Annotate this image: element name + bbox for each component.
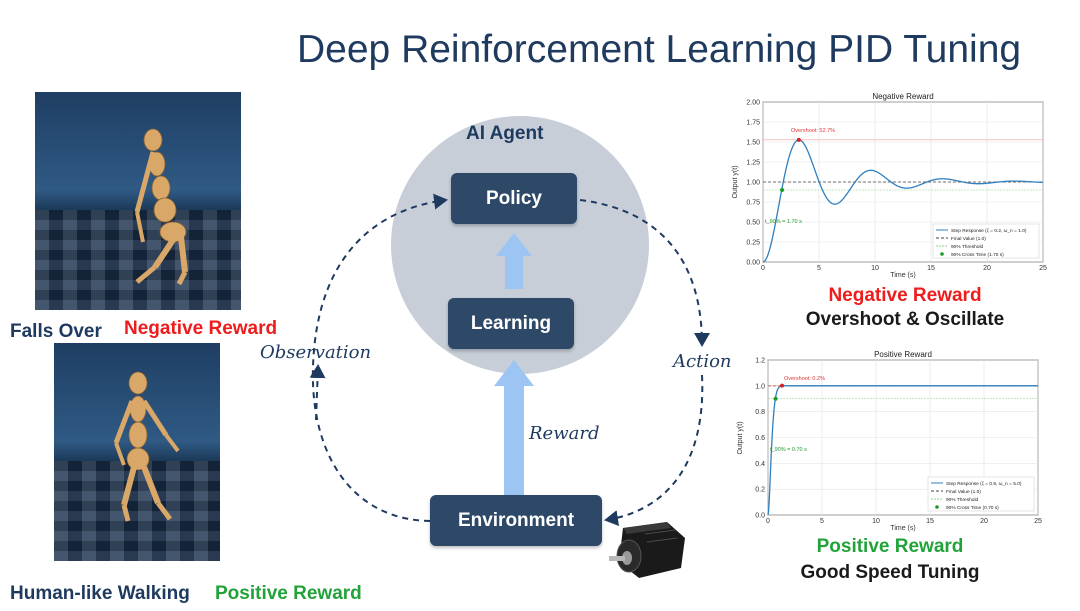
y-tick-label: 1.50 [746, 140, 760, 147]
x-tick-label: 10 [871, 265, 879, 272]
y-tick-label: 1.2 [755, 358, 765, 365]
observation-label: Observation [260, 342, 372, 363]
learning-box: Learning [448, 298, 574, 349]
x-axis-label: Time (s) [890, 525, 915, 532]
y-tick-label: 0.2 [755, 487, 765, 494]
walking-humanoid-figure [113, 371, 180, 522]
legend-box [927, 476, 1035, 512]
step-response-line [762, 139, 1044, 263]
legend-label: 90% Cross Time (0.70 s) [946, 505, 999, 511]
positive-reward-label: Positive Reward [215, 583, 362, 604]
peak-marker [780, 383, 785, 388]
y-axis-label: Output y(t) [732, 165, 739, 198]
legend-marker [940, 252, 944, 256]
servo-motor-icon [609, 522, 685, 578]
t90-annotation: t_90% = 1.70 s [765, 219, 802, 225]
step-response-line [767, 384, 1038, 516]
x-tick-label: 20 [983, 265, 991, 272]
y-tick-label: 0.0 [755, 513, 765, 520]
positive-reward-chart: 0 5 10 15 20 25 0.0 0.2 0.4 0.6 0.8 1.0 1.2 Positive… [737, 350, 1042, 532]
y-tick-label: 0.00 [746, 260, 760, 267]
y-tick-label: 0.6 [755, 435, 765, 442]
walking-robot-image [54, 343, 220, 561]
falls-over-caption: Falls Over [10, 321, 102, 342]
y-tick-label: 1.0 [755, 383, 765, 390]
negative-reward-label: Negative Reward [124, 318, 278, 339]
x-tick-label: 0 [766, 518, 770, 525]
overshoot-annotation: Overshoot: 52.7% [791, 128, 835, 134]
x-tick-label: 20 [980, 518, 988, 525]
observation-arrow [311, 193, 448, 522]
chart-legend: Step Response (ζ = 0.9, ω_n = 5.0) Final … [927, 476, 1035, 512]
legend-label: 90% Threshold [946, 497, 979, 503]
environment-box: Environment [430, 495, 602, 546]
negative-reward-chart: 0 5 10 15 20 25 0.00 0.25 0.50 0.75 1.00 1.25 1.50 1.… [732, 92, 1047, 279]
reward-label: Reward [529, 423, 600, 444]
legend-label: Step Response (ζ = 0.9, ω_n = 5.0) [946, 481, 1022, 487]
falling-humanoid-figure [134, 128, 188, 286]
cross-time-marker [773, 396, 778, 401]
y-tick-label: 0.50 [746, 220, 760, 227]
x-tick-label: 0 [761, 265, 765, 272]
peak-marker [796, 137, 801, 142]
x-tick-label: 5 [820, 518, 824, 525]
legend-label: Final Value (1.0) [951, 236, 986, 242]
chart-title: Negative Reward [872, 92, 933, 101]
legend-marker [935, 505, 939, 509]
chart-legend: Step Response (ζ = 0.2, ω_n = 1.0) Final … [932, 223, 1040, 259]
y-tick-label: 2.00 [746, 100, 760, 107]
overshoot-oscillate-caption: Overshoot & Oscillate [805, 309, 1005, 330]
y-tick-label: 0.4 [755, 461, 765, 468]
legend-label: Final Value (1.0) [946, 489, 981, 495]
legend-box [932, 223, 1040, 259]
y-tick-label: 1.75 [746, 120, 760, 127]
y-tick-label: 1.25 [746, 160, 760, 167]
t90-annotation: t_90% = 0.70 s [770, 447, 807, 453]
observation-up-arrow [309, 364, 326, 421]
overshoot-annotation: Overshoot: 0.2% [784, 376, 825, 382]
reward-arrow [494, 360, 534, 497]
y-tick-label: 0.75 [746, 200, 760, 207]
falling-robot-image [35, 92, 241, 310]
action-to-env-arrow [604, 374, 704, 527]
legend-label: 90% Threshold [951, 244, 984, 250]
x-tick-label: 15 [926, 518, 934, 525]
action-label: Action [673, 351, 732, 372]
right-positive-reward-title: Positive Reward [816, 536, 964, 557]
right-negative-reward-title: Negative Reward [828, 285, 982, 306]
x-tick-label: 5 [817, 265, 821, 272]
page-title: Deep Reinforcement Learning PID Tuning [297, 28, 1022, 71]
x-axis-label: Time (s) [890, 272, 915, 279]
legend-label: 90% Cross Time (1.70 s) [951, 252, 1004, 258]
x-tick-label: 25 [1039, 265, 1047, 272]
x-tick-label: 25 [1034, 518, 1042, 525]
y-tick-label: 0.25 [746, 240, 760, 247]
walking-caption: Human-like Walking [10, 583, 190, 604]
learning-to-policy-arrow [496, 233, 532, 289]
y-tick-label: 1.00 [746, 180, 760, 187]
x-tick-label: 10 [872, 518, 880, 525]
legend-label: Step Response (ζ = 0.2, ω_n = 1.0) [951, 228, 1027, 234]
chart-title: Positive Reward [874, 350, 932, 359]
y-tick-label: 0.8 [755, 409, 765, 416]
x-tick-label: 15 [927, 265, 935, 272]
y-axis-label: Output y(t) [737, 421, 744, 454]
cross-time-marker [780, 188, 785, 192]
action-arrow [579, 199, 710, 347]
ai-agent-label: AI Agent [466, 123, 544, 144]
good-speed-caption: Good Speed Tuning [800, 562, 980, 583]
policy-box: Policy [451, 173, 577, 224]
